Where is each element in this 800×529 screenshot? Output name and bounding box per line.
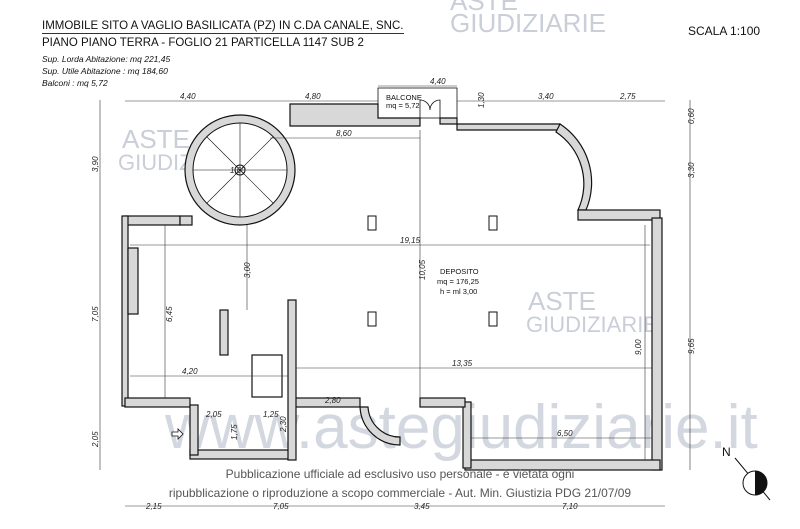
svg-text:N: N: [722, 445, 731, 459]
dim-650: 6,50: [557, 429, 573, 438]
dim-420: 4,20: [182, 367, 198, 376]
dim-860: 8,60: [336, 129, 352, 138]
dim-205: 2,05: [205, 410, 222, 419]
notice-line-2: ripubblicazione o riproduzione a scopo c…: [168, 486, 632, 500]
dim-top-5: 2,75: [619, 92, 636, 101]
dim-top-1: 4,40: [180, 92, 196, 101]
spiral-staircase: [184, 114, 296, 226]
dim-280: 2,80: [324, 396, 341, 405]
dim-top-2: 4,80: [305, 92, 321, 101]
svg-text:GIUDIZIARIE: GIUDIZIARIE: [450, 8, 606, 38]
dim-230: 2,30: [279, 416, 288, 433]
notice-line-1: Pubblicazione ufficiale ad esclusivo uso…: [225, 467, 575, 481]
dim-300: 3,00: [243, 262, 252, 278]
dim-bottom-3: 3,45: [414, 502, 430, 511]
dim-top-3: 4,40: [430, 77, 446, 86]
dim-bottom-2: 7,05: [273, 502, 289, 511]
svg-text:mq = 176,25: mq = 176,25: [437, 277, 479, 286]
dim-stair: 1,60: [230, 166, 246, 175]
watermark-logo-right: ASTE GIUDIZIARIE: [526, 286, 658, 337]
dim-right-top: 0,60: [687, 108, 696, 124]
room-balcone-label: BALCONE mq = 5,72: [386, 93, 422, 110]
balcony: [377, 87, 458, 119]
dim-left-1: 3,90: [91, 156, 100, 172]
pillars: [367, 215, 498, 327]
svg-text:ASTE: ASTE: [122, 124, 190, 154]
room-deposito-label: DEPOSITO mq = 176,25 h = ml 3,00: [437, 267, 479, 296]
dim-balcony-depth: 1,30: [477, 92, 486, 108]
balconi-area: Balconi : mq 5,72: [42, 78, 108, 88]
dim-1335: 13,35: [452, 359, 473, 368]
dim-bottom-1: 2,15: [145, 502, 162, 511]
svg-text:h = ml 3,00: h = ml 3,00: [440, 287, 477, 296]
dim-1005: 10,05: [418, 259, 427, 280]
dim-right-total: 9,65: [687, 338, 696, 354]
dim-right-mid: 3,30: [687, 162, 696, 178]
plan-title: IMMOBILE SITO A VAGLIO BASILICATA (PZ) I…: [42, 20, 404, 34]
scale-label: SCALA 1:100: [688, 24, 761, 38]
north-compass-icon: N: [722, 445, 771, 501]
svg-text:BALCONE: BALCONE: [386, 93, 422, 102]
svg-text:ASTE: ASTE: [528, 286, 596, 316]
sup-lorda: Sup. Lorda Abitazione: mq 221,45: [42, 54, 171, 64]
svg-text:DEPOSITO: DEPOSITO: [440, 267, 479, 276]
svg-text:GIUDIZIARIE: GIUDIZIARIE: [526, 312, 658, 337]
dim-1915: 19,15: [400, 236, 421, 245]
dim-bottom-4: 7,10: [562, 502, 578, 511]
svg-text:mq = 5,72: mq = 5,72: [386, 101, 420, 110]
dim-645: 6,45: [165, 306, 174, 322]
dim-left-3: 2,05: [91, 431, 100, 448]
dim-125: 1,25: [263, 410, 279, 419]
dim-175: 1,75: [230, 424, 239, 440]
dim-left-2: 7,05: [91, 306, 100, 322]
dim-top-4: 3,40: [538, 92, 554, 101]
sup-utile: Sup. Utile Abitazione : mq 184,60: [42, 66, 168, 76]
entrance-arrow-icon: [171, 428, 184, 440]
svg-text:ASTE: ASTE: [450, 0, 518, 16]
watermark-logo-top: ASTE GIUDIZIARIE: [450, 0, 606, 38]
plan-subtitle: PIANO PIANO TERRA - FOGLIO 21 PARTICELLA…: [42, 37, 364, 49]
dim-900: 9,00: [634, 339, 643, 355]
watermark-logo-left: ASTE GIUDIZIARIE: [118, 124, 250, 175]
dimension-lines: [99, 85, 691, 507]
